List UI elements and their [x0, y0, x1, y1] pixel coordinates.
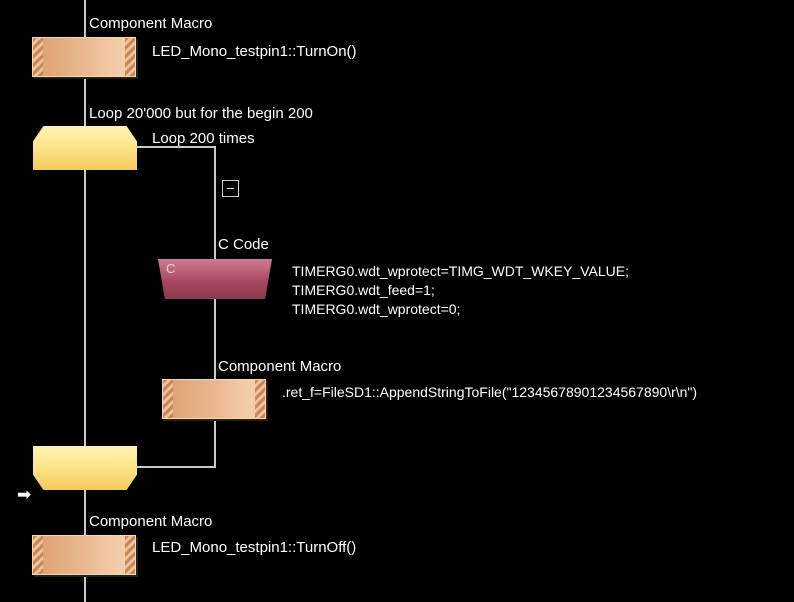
macro1-title: Component Macro — [89, 15, 213, 32]
macro2-title: Component Macro — [218, 358, 342, 375]
loop-body-line — [214, 146, 216, 468]
loop-start-icon[interactable] — [33, 126, 137, 170]
current-step-arrow-icon: ➡ — [17, 485, 32, 504]
loop-comment: Loop 20'000 but for the begin 200 — [89, 105, 313, 122]
macro-edge-right — [125, 536, 135, 574]
ccode-line-1: TIMERG0.wdt_wprotect=TIMG_WDT_WKEY_VALUE… — [292, 263, 629, 279]
macro1-call: LED_Mono_testpin1::TurnOn() — [152, 43, 357, 60]
macro-edge-right — [125, 38, 135, 76]
macro2-call: .ret_f=FileSD1::AppendStringToFile("1234… — [282, 384, 698, 400]
ccode-line-2: TIMERG0.wdt_feed=1; — [292, 282, 435, 298]
loop-top-connector — [137, 146, 216, 148]
macro3-title: Component Macro — [89, 513, 213, 530]
loop-end-icon[interactable] — [33, 446, 137, 490]
macro-edge-left — [33, 38, 43, 76]
ccode-badge: C — [166, 261, 176, 276]
loop-bottom-connector — [137, 466, 216, 468]
c-code-block-icon[interactable]: C — [158, 259, 272, 299]
ccode-title: C Code — [218, 236, 269, 253]
component-macro-turn-on[interactable] — [32, 37, 136, 77]
component-macro-append-string[interactable] — [162, 379, 266, 419]
macro3-call: LED_Mono_testpin1::TurnOff() — [152, 539, 357, 556]
macro-edge-left — [163, 380, 173, 418]
component-macro-turn-off[interactable] — [32, 535, 136, 575]
macro-edge-right — [255, 380, 265, 418]
main-flow-line — [84, 0, 86, 602]
macro-edge-left — [33, 536, 43, 574]
ccode-line-3: TIMERG0.wdt_wprotect=0; — [292, 301, 461, 317]
collapse-toggle[interactable]: – — [222, 180, 239, 197]
loop-label: Loop 200 times — [152, 130, 255, 147]
